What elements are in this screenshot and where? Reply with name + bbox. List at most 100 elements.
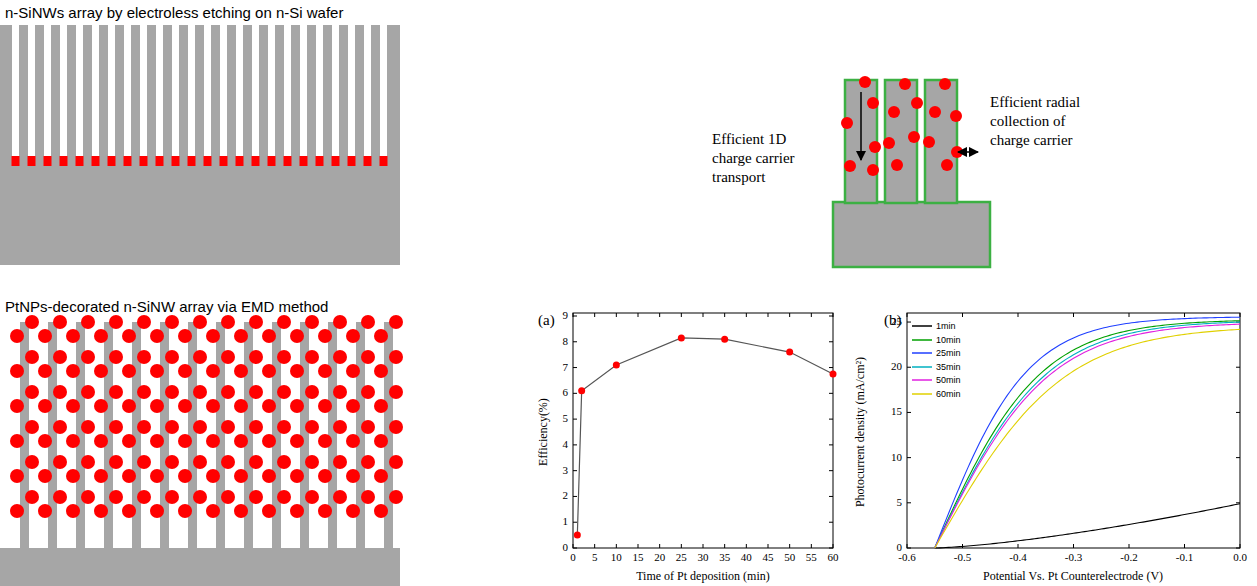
pt-nanoparticle	[305, 350, 319, 364]
tick-mark	[829, 444, 833, 445]
pt-nanoparticle	[81, 385, 95, 399]
pt-nanoparticle	[150, 364, 164, 378]
pt-nanoparticle	[25, 350, 39, 364]
pt-nanoparticle	[150, 504, 164, 518]
pt-nanoparticle	[165, 350, 179, 364]
pt-nanoparticle	[206, 364, 220, 378]
etched-wafer	[0, 25, 400, 265]
pt-nanoparticle	[150, 469, 164, 483]
pt-nanoparticle	[94, 434, 108, 448]
pt-nanoparticle	[53, 315, 67, 329]
metal-particle	[380, 156, 388, 166]
pt-nanoparticle	[939, 78, 951, 90]
pt-nanoparticle	[137, 385, 151, 399]
legend-text: 10min	[936, 335, 961, 346]
pt-nanoparticle	[262, 364, 276, 378]
tick-label: 8	[563, 335, 569, 349]
legend-text: 35min	[936, 362, 961, 373]
tick-label: 5	[563, 412, 569, 426]
pt-nanoparticle	[333, 350, 347, 364]
pt-nanoparticle	[53, 385, 67, 399]
data-point	[578, 387, 585, 394]
pt-nanoparticle	[25, 385, 39, 399]
pt-nanoparticle	[66, 469, 80, 483]
tick-mark	[681, 544, 682, 548]
tick-mark	[907, 502, 911, 503]
metal-particle	[60, 156, 68, 166]
tick-label: 5	[897, 496, 903, 510]
pt-nanoparticle	[38, 504, 52, 518]
tick-mark	[768, 313, 769, 317]
pt-nanoparticle	[10, 399, 24, 413]
pt-nanoparticle	[262, 329, 276, 343]
pt-nanoparticle	[290, 504, 304, 518]
etched-gap	[332, 25, 339, 166]
pt-nanoparticle	[333, 420, 347, 434]
data-point	[678, 334, 685, 341]
pt-nanoparticle	[178, 399, 192, 413]
pt-nanoparticle	[193, 490, 207, 504]
pt-nanoparticle	[221, 350, 235, 364]
pt-nanoparticle	[94, 329, 108, 343]
pt-nanoparticle	[221, 455, 235, 469]
tick-mark	[811, 313, 812, 317]
tick-mark	[703, 544, 704, 548]
etched-gap	[348, 25, 355, 166]
pt-nanoparticle	[178, 364, 192, 378]
tick-label: -0.3	[1065, 551, 1082, 565]
tick-label: 15	[633, 551, 644, 565]
tick-label: 20	[654, 551, 665, 565]
pt-nanoparticle	[206, 504, 220, 518]
tick-mark	[907, 322, 911, 323]
tick-mark	[594, 313, 595, 317]
pt-nanoparticle	[333, 385, 347, 399]
pt-nanoparticle	[277, 420, 291, 434]
etched-gap	[204, 25, 211, 166]
tick-label: 25	[891, 315, 902, 329]
data-point	[830, 371, 837, 378]
jv-curve	[935, 321, 1240, 548]
pt-nanoparticle	[374, 364, 388, 378]
pt-nanoparticle	[290, 364, 304, 378]
tick-mark	[907, 412, 911, 413]
pt-nanoparticle	[94, 364, 108, 378]
pt-nanoparticle	[305, 385, 319, 399]
panel-letter: (a)	[538, 311, 555, 330]
tick-mark	[907, 457, 911, 458]
metal-particle	[156, 156, 164, 166]
panel-title: PtNPs-decorated n-SiNW array via EMD met…	[5, 298, 328, 317]
etched-gap	[300, 25, 307, 166]
pt-nanoparticle	[150, 399, 164, 413]
tick-mark	[833, 544, 834, 548]
pt-nanoparticle	[374, 399, 388, 413]
metal-particle	[332, 156, 340, 166]
pt-nanoparticle	[66, 434, 80, 448]
tick-mark	[907, 313, 908, 317]
pt-nanoparticle	[122, 504, 136, 518]
pt-nanoparticle	[305, 490, 319, 504]
tick-label: 4	[563, 438, 569, 452]
pt-nanoparticle	[25, 420, 39, 434]
pt-nanoparticle	[290, 469, 304, 483]
pt-nanoparticle	[10, 364, 24, 378]
data-point	[786, 349, 793, 356]
panel-title: n-SiNWs array by electroless etching on …	[5, 4, 343, 23]
tick-label: 2	[563, 490, 569, 504]
pt-nanoparticle	[361, 490, 375, 504]
pt-nanoparticle	[25, 315, 39, 329]
pt-nanoparticle	[333, 315, 347, 329]
pt-nanoparticle	[346, 434, 360, 448]
tick-mark	[573, 341, 577, 342]
silicon-base	[0, 548, 400, 586]
legend-line	[912, 363, 932, 371]
etched-gap	[236, 25, 243, 166]
pt-nanoparticle	[361, 455, 375, 469]
legend-line	[912, 376, 932, 384]
tick-label: -0.6	[898, 551, 915, 565]
tick-mark	[811, 544, 812, 548]
pt-nanoparticle	[122, 399, 136, 413]
pt-nanoparticle	[346, 399, 360, 413]
data-point	[613, 361, 620, 368]
pt-nanoparticle	[122, 364, 136, 378]
pt-nanoparticle	[361, 385, 375, 399]
